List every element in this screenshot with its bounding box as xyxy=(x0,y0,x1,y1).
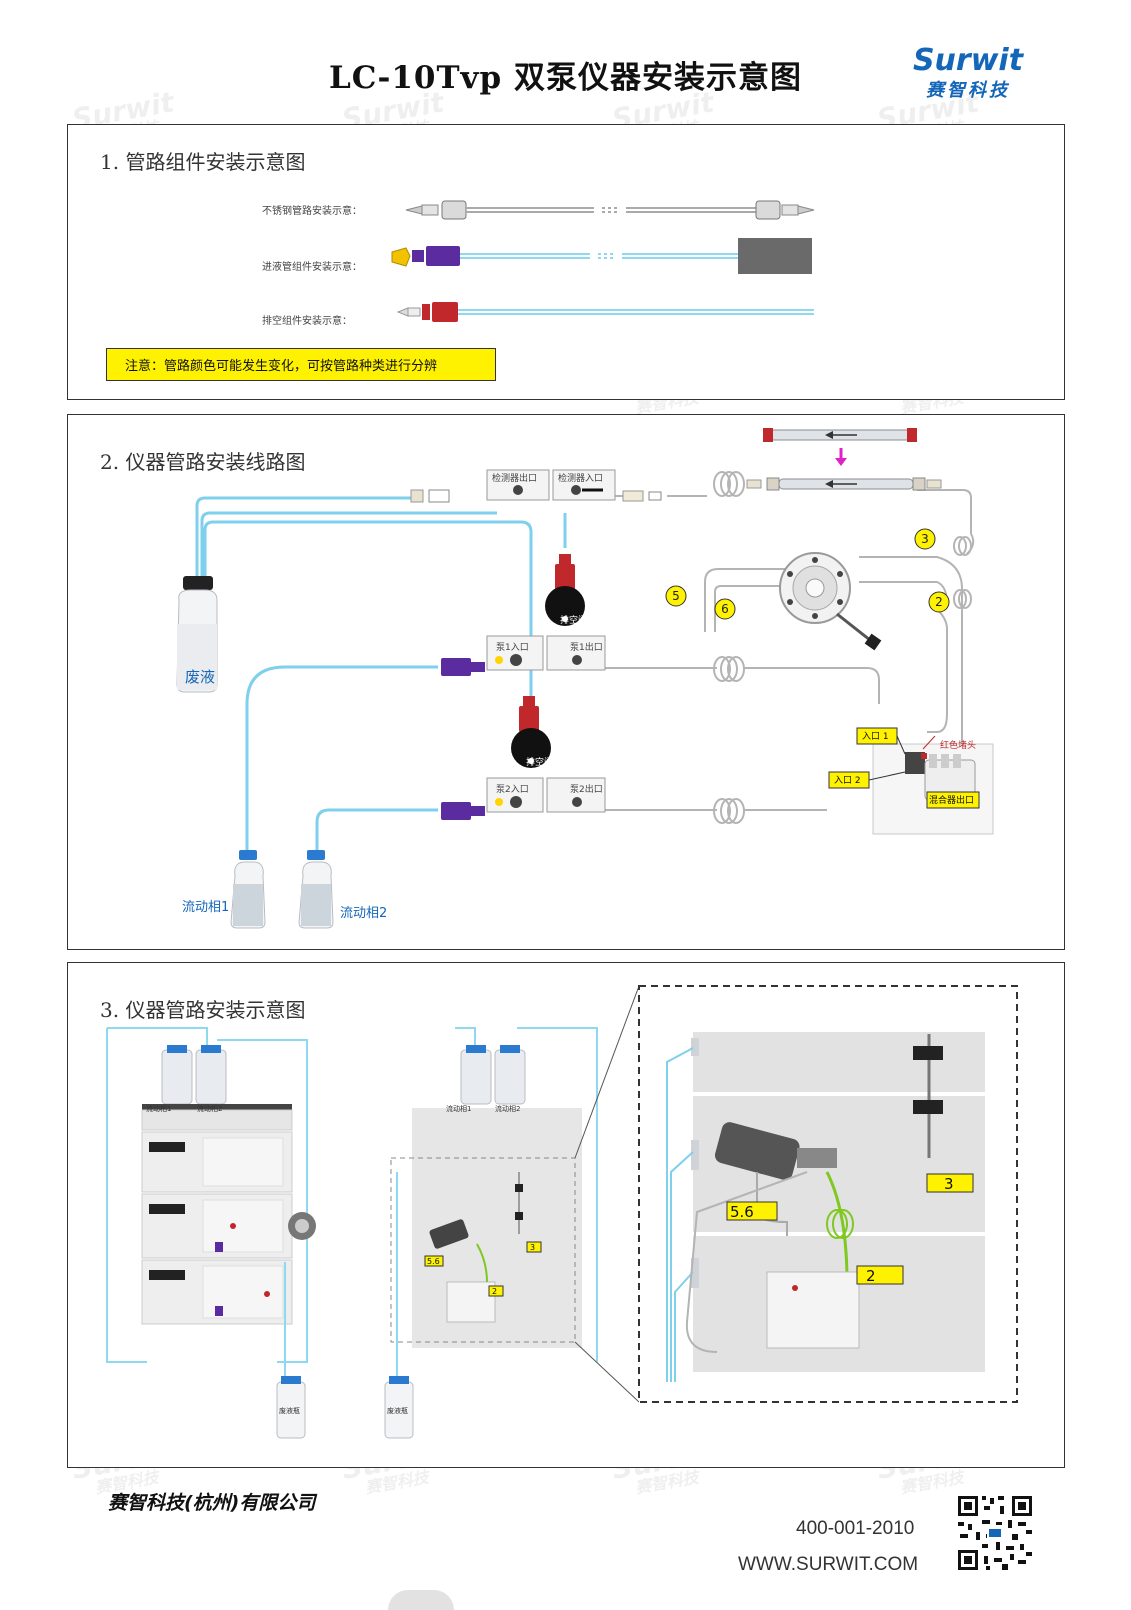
marker-3-text: 3 xyxy=(921,532,929,546)
logo-chinese: 赛智科技 xyxy=(926,80,1010,101)
qr-code-icon xyxy=(956,1494,1034,1572)
purge-valve-2-label: 排空阀 2 xyxy=(526,758,562,768)
inlet-2-leader xyxy=(868,771,906,781)
company-name: 赛智科技(杭州)有限公司 xyxy=(108,1492,316,1514)
pump2-inlet-label: 泵2入口 xyxy=(496,785,529,795)
steel-tubing xyxy=(405,200,815,220)
mixer xyxy=(872,735,994,835)
detector-inlet xyxy=(552,469,616,501)
marker-6 xyxy=(714,598,736,620)
purge-valve-1 xyxy=(545,554,585,626)
waste-bottle-label-middle: 废液瓶 xyxy=(387,1407,408,1415)
arrow-down-icon xyxy=(835,448,847,466)
detail-label-56: 5.6 xyxy=(730,1203,754,1221)
bottle-label-4: 流动相2 xyxy=(495,1105,521,1113)
plumbing-diagram xyxy=(176,428,994,929)
mobile-phase-bottle-2 xyxy=(298,850,334,929)
bottle-label-3: 流动相1 xyxy=(446,1105,472,1113)
bottle-label-1: 流动相1 xyxy=(146,1105,172,1113)
section-plumbing-diagram xyxy=(67,414,1065,950)
pump2-outlet xyxy=(546,777,606,813)
installed-column xyxy=(746,477,942,491)
phone-number: 400-001-2010 xyxy=(796,1518,915,1539)
zoom-line-bottom xyxy=(574,1341,640,1403)
marker-5 xyxy=(665,585,687,607)
marker-2 xyxy=(928,591,950,613)
zoom-small-label-3: 3 xyxy=(530,1243,536,1252)
tubing-assembly-illustration xyxy=(391,200,815,322)
zoom-small-label-56: 5.6 xyxy=(427,1257,440,1266)
hplc-stack-middle xyxy=(384,1027,598,1439)
detector-outlet xyxy=(486,469,550,501)
red-plug-label: 红色堵头 xyxy=(940,741,977,751)
zoom-small-label-2: 2 xyxy=(492,1287,498,1296)
pump1-inlet xyxy=(486,635,544,671)
logo-wordmark: Surwit xyxy=(912,43,1024,78)
pump1-inlet-label: 泵1入口 xyxy=(496,643,529,653)
mobile-phase-2-label: 流动相2 xyxy=(340,906,388,921)
waste-bottle-label-left: 废液瓶 xyxy=(279,1407,300,1415)
detail-label-3: 3 xyxy=(944,1175,954,1193)
section3-title: 3. 仪器管路安装示意图 xyxy=(100,998,306,1022)
marker-3 xyxy=(914,528,936,550)
section1-title: 1. 管路组件安装示意图 xyxy=(100,150,306,174)
pump1-outlet-label: 泵1出口 xyxy=(570,643,603,653)
tubing-coils xyxy=(713,471,972,824)
pump2-outlet-label: 泵2出口 xyxy=(570,785,603,795)
purge-valve-1-label: 排空阀 1 xyxy=(560,616,596,626)
blue-tubing xyxy=(195,496,567,856)
drain-assembly-label: 排空组件安装示意： xyxy=(262,316,352,327)
drain-assembly xyxy=(396,302,814,322)
detail-label-2: 2 xyxy=(866,1267,876,1285)
purge-valve-2 xyxy=(511,696,551,768)
company-logo: Surwit 赛智科技 xyxy=(888,46,1048,102)
installation-overview xyxy=(106,985,1018,1439)
detector-fittings xyxy=(410,489,662,503)
section2-title: 2. 仪器管路安装线路图 xyxy=(100,450,306,474)
note-banner: 注意：管路颜色可能发生变化，可按管路种类进行分辨 xyxy=(106,348,496,381)
inlet-2-label: 入口 2 xyxy=(834,776,861,786)
website-url: WWW.SURWIT.COM xyxy=(738,1554,919,1575)
pump2-inlet xyxy=(486,777,544,813)
zoom-detail xyxy=(638,985,1018,1403)
pump1-outlet xyxy=(546,635,606,671)
mixer-outlet-tag xyxy=(926,791,980,809)
inlet-tubing xyxy=(391,238,812,274)
steel-tubing-lines xyxy=(601,489,975,811)
mixer-outlet-label: 混合器出口 xyxy=(929,796,975,806)
marker-5-text: 5 xyxy=(672,589,680,603)
marker-6-text: 6 xyxy=(721,602,729,616)
hplc-stack-left xyxy=(106,1027,316,1439)
inlet-1-leader xyxy=(896,735,906,755)
inlet-fittings-purple xyxy=(441,658,485,820)
mobile-phase-bottle-1 xyxy=(230,850,266,929)
waste-label: 废液 xyxy=(185,668,216,686)
steel-tubing-label: 不锈钢管路安装示意： xyxy=(262,206,362,217)
inlet-tubing-label: 进液管组件安装示意： xyxy=(262,262,362,273)
waste-bottle xyxy=(176,576,218,693)
marker-2-text: 2 xyxy=(935,595,943,609)
detector-outlet-label: 检测器出口 xyxy=(492,474,538,484)
spare-column xyxy=(763,428,917,442)
bottom-tab-decoration xyxy=(388,1590,454,1610)
mobile-phase-1-label: 流动相1 xyxy=(182,900,230,915)
detector-inlet-label: 检测器入口 xyxy=(558,474,604,484)
page-title: LC-10Tvp 双泵仪器安装示意图 xyxy=(328,60,803,96)
bottle-label-2: 流动相2 xyxy=(197,1105,223,1113)
zoom-line-top xyxy=(574,985,640,1159)
injection-valve xyxy=(779,552,882,651)
inlet-1-label: 入口 1 xyxy=(862,732,889,742)
